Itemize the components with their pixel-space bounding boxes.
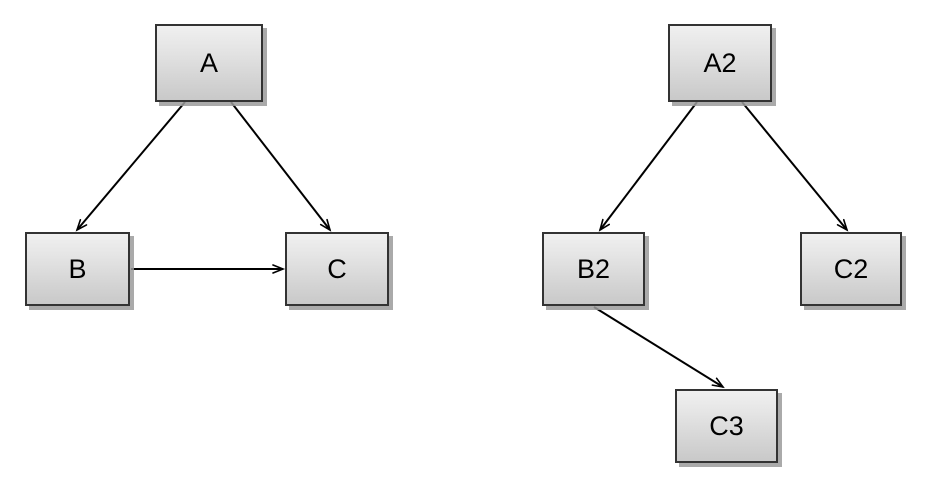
node-label-b2: B2	[576, 253, 611, 284]
node-label-a: A	[199, 47, 218, 78]
node-b[interactable]: B	[25, 232, 130, 306]
node-c3[interactable]: C3	[675, 389, 778, 463]
node-c[interactable]: C	[285, 232, 389, 306]
edge-a2-to-b2	[598, 101, 698, 232]
node-label-c3: C3	[709, 410, 744, 441]
node-a2[interactable]: A2	[668, 24, 772, 102]
node-label-c2: C2	[833, 253, 869, 284]
edge-a-to-c	[230, 101, 332, 232]
edge-a-to-b	[75, 101, 186, 232]
node-b2[interactable]: B2	[542, 232, 645, 306]
node-a[interactable]: A	[155, 24, 263, 102]
edge-b2-to-c3	[593, 306, 725, 389]
node-label-a2: A2	[703, 47, 737, 78]
node-label-c: C	[327, 253, 347, 284]
node-c2[interactable]: C2	[800, 232, 902, 306]
node-label-b: B	[68, 253, 87, 284]
edge-a2-to-c2	[741, 101, 849, 232]
